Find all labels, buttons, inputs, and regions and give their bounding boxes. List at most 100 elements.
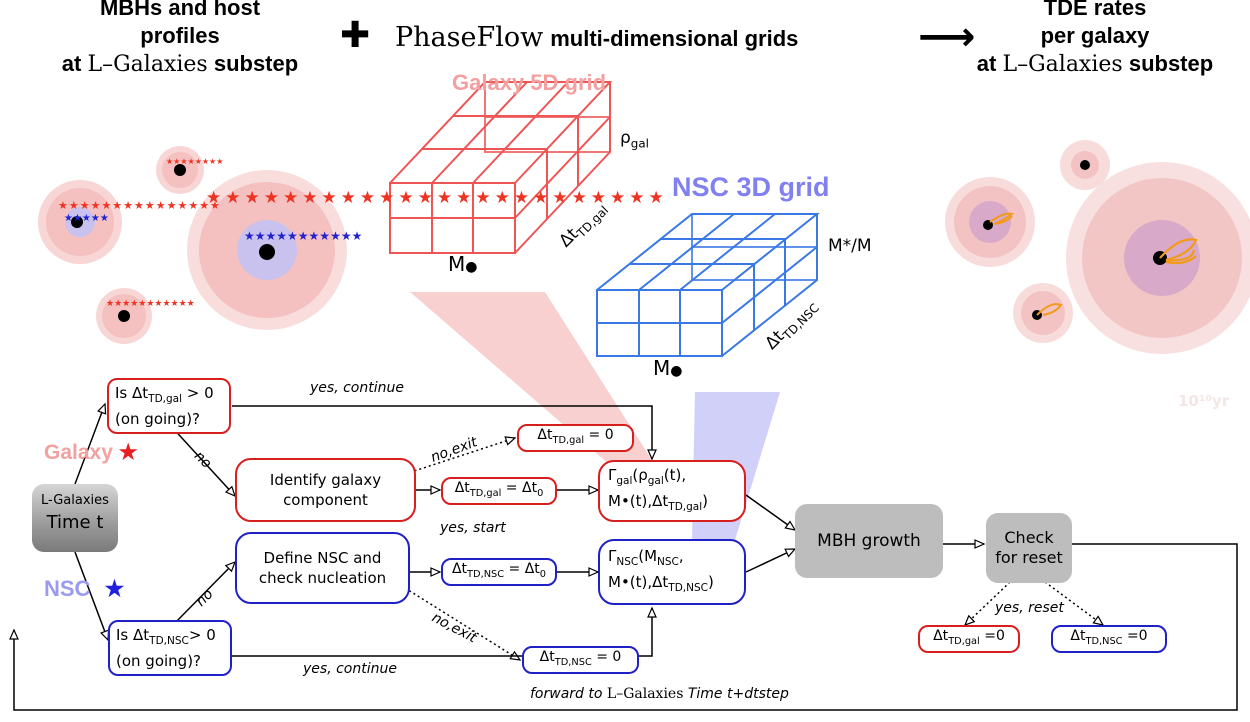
lgal-time-box[interactable]: L-Galaxies Time t — [32, 484, 118, 552]
nsc-axis-x-dot: ● — [670, 363, 683, 379]
gg-e: ) — [702, 492, 709, 510]
header-left-substep: substep — [213, 51, 299, 76]
star-icon: ★★★★★★★★★★★ — [106, 299, 195, 309]
header-left: MBHs and host profiles at L–Galaxies sub… — [20, 0, 340, 79]
header-left-line3: at L–Galaxies substep — [20, 50, 340, 79]
plus-icon: ✚ — [340, 15, 371, 56]
star-icon: ★★★★★ — [64, 213, 109, 224]
dtgs-sub2: 0 — [537, 487, 544, 499]
gn-a: Γ — [608, 547, 617, 565]
rg-b: =0 — [979, 628, 1005, 645]
yes-reset-label: yes, reset — [995, 600, 1064, 616]
connector-forward-loop — [9, 543, 1238, 711]
header-left-at: at — [61, 51, 82, 76]
header-right-line3: at L–Galaxies substep — [950, 50, 1240, 79]
nsc-axis-y: M*/M — [828, 236, 872, 256]
dtnz-sub: TD,NSC — [554, 656, 592, 668]
dt-nsc-zero-text: ΔtTD,NSC = 0 — [540, 647, 622, 673]
check-reset-box: Check for reset — [986, 513, 1072, 583]
dtgz-a: Δt — [537, 427, 553, 444]
galaxy-axis-x-dot: ● — [465, 259, 478, 275]
rn-a: Δt — [1070, 628, 1086, 645]
galaxy-grid-title: Galaxy 5D grid — [452, 70, 607, 95]
connector-qnsc-no — [169, 560, 237, 629]
connector-gamma-nsc-to-mbh — [745, 548, 797, 573]
left-galaxy-3 — [187, 170, 347, 330]
dtns-a: Δt — [451, 561, 468, 578]
question-nsc-line2: (on going)? — [116, 652, 202, 670]
star-icon: ★★★★★★★★★★★★★★★ — [58, 199, 221, 212]
right-galaxy-1 — [1060, 140, 1110, 190]
header-right-at: at — [976, 51, 997, 76]
dtns-sub2: 0 — [539, 568, 547, 580]
dtgz-b: = 0 — [584, 427, 614, 444]
dtgs-a: Δt — [454, 480, 470, 497]
gn-c: , — [678, 547, 684, 565]
gg-sub2: gal — [647, 475, 664, 487]
define-nsc-box[interactable]: Define NSC and check nucleation — [235, 532, 410, 604]
question-galaxy-text: Is ΔtTD,gal > 0 (on going)? — [115, 383, 214, 429]
header-left-line2: profiles — [140, 23, 220, 48]
star-icon: ★★★★★★★★ — [166, 157, 224, 166]
mbh-growth-text: MBH growth — [817, 531, 921, 551]
define-nsc-text: Define NSC and check nucleation — [259, 548, 386, 588]
lgal-time-line1: L-Galaxies — [41, 493, 109, 508]
question-nsc-line1: Is ΔtTD,NSC> 0 — [116, 625, 216, 651]
question-nsc-box[interactable]: Is ΔtTD,NSC> 0 (on going)? — [108, 620, 232, 676]
galaxy-grid-wireframe — [389, 81, 613, 254]
question-galaxy-box[interactable]: Is ΔtTD,gal > 0 (on going)? — [107, 378, 231, 434]
faint-time-label: 10¹⁰yr — [1178, 392, 1230, 410]
rg-sub: TD,gal — [948, 635, 980, 647]
gn-b: (M — [638, 547, 658, 565]
dtgs-sub: TD,gal — [469, 487, 502, 499]
right-galaxy-2 — [945, 177, 1035, 267]
gamma-gal-line2: M•(t),ΔtTD,gal) — [608, 491, 708, 517]
header-right-substep: substep — [1128, 51, 1214, 76]
connector-qgal-yes — [232, 405, 657, 461]
gamma-gal-line1: Γgal(ρgal(t), — [608, 465, 708, 491]
star-icon: ★★★★★★★★★★★ — [244, 230, 362, 242]
connector-reset-gal — [963, 581, 1011, 627]
gamma-gal-text: Γgal(ρgal(t), M•(t),ΔtTD,gal) — [608, 465, 708, 517]
left-galaxy-2 — [156, 146, 204, 194]
connector-qgal-no — [169, 424, 236, 498]
qnsc-b: > 0 — [188, 626, 216, 644]
star-icon: ★★★★★★★★★★★★★★★★★★★★★★★★ — [206, 188, 668, 208]
dtgz-sub: TD,gal — [552, 434, 585, 446]
check-reset-line2: for reset — [995, 548, 1063, 567]
header-right-lgal: L–Galaxies — [1002, 52, 1123, 77]
gamma-gal-box: Γgal(ρgal(t), M•(t),ΔtTD,gal) — [598, 460, 746, 522]
dt-nsc-start-box: ΔtTD,NSC = Δt0 — [441, 558, 557, 586]
phaseflow-label: PhaseFlow — [395, 22, 544, 53]
check-reset-line1: Check — [1004, 528, 1054, 547]
mbh-growth-box: MBH growth — [795, 504, 943, 578]
rn-sub: TD,NSC — [1085, 635, 1123, 647]
nsc-axis-x: M● — [653, 356, 682, 380]
header-right-line1: TDE rates — [1043, 0, 1147, 20]
yes-continue-bottom-label: yes, continue — [303, 661, 397, 677]
gamma-nsc-text: ΓNSC(MNSC, M•(t),ΔtTD,NSC) — [608, 546, 714, 598]
identify-component-box[interactable]: Identify galaxy component — [235, 458, 416, 522]
nsc-label-text: NSC — [44, 576, 91, 601]
dt-nsc-start-text: ΔtTD,NSC = Δt0 — [452, 559, 546, 585]
dtns-sub: TD,NSC — [467, 568, 505, 580]
header-middle: PhaseFlow multi-dimensional grids — [395, 22, 798, 53]
forward-label: forward to L–Galaxies Time t+dtstep — [530, 686, 789, 702]
question-galaxy-line1: Is ΔtTD,gal > 0 — [115, 383, 214, 409]
gn-sub2: NSC — [657, 556, 679, 568]
dtns-b: = Δt — [504, 561, 540, 578]
identify-component-text: Identify galaxy component — [270, 470, 381, 510]
reset-gal-box: ΔtTD,gal =0 — [918, 625, 1020, 653]
rg-a: Δt — [933, 628, 949, 645]
nsc-grid-wireframe — [596, 213, 820, 357]
gn-sub: NSC — [616, 556, 639, 568]
rn-b: =0 — [1122, 628, 1148, 645]
question-nsc-text: Is ΔtTD,NSC> 0 (on going)? — [116, 625, 216, 671]
forward-b: L–Galaxies — [606, 686, 684, 702]
gg-b: (ρ — [632, 466, 648, 484]
connector-noexit-top — [404, 436, 517, 475]
dtgs-b: = Δt — [501, 480, 538, 497]
gg-c: (t), — [663, 466, 687, 484]
left-galaxy-1 — [38, 180, 122, 264]
right-galaxy-4 — [1013, 283, 1073, 343]
